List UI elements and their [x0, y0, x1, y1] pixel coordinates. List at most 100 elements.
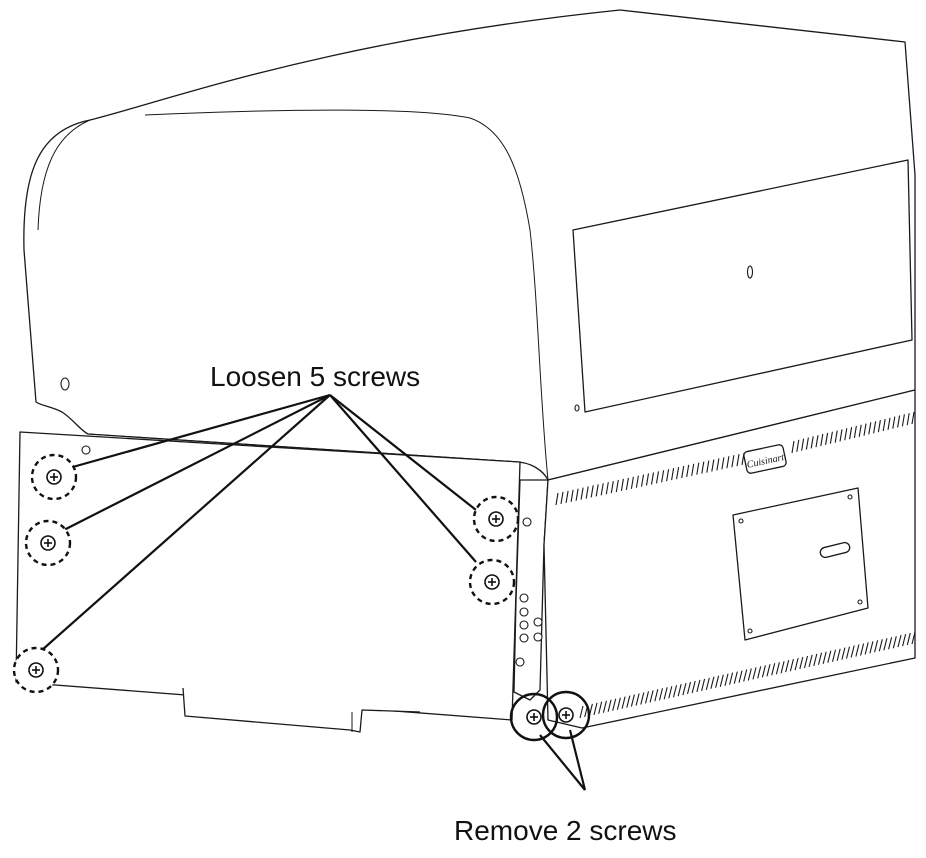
- vent-slot: [598, 701, 603, 714]
- loosen-screw-3: [12, 646, 60, 694]
- remove-screw-2: [541, 690, 591, 740]
- vent-slot: [839, 429, 843, 442]
- vent-slot: [615, 479, 619, 493]
- vent-slot: [719, 674, 724, 687]
- vent-slot: [799, 656, 804, 670]
- vent-slot: [897, 415, 901, 428]
- vent-slot: [580, 487, 584, 500]
- vent-slot: [565, 490, 569, 503]
- side-bracket: [513, 479, 549, 701]
- vent-slot: [715, 675, 720, 688]
- vent-slot: [644, 691, 650, 704]
- vent-slot: [663, 687, 668, 700]
- vent-slot: [691, 680, 696, 694]
- vent-slot: [635, 693, 640, 706]
- vent-slot: [831, 649, 837, 662]
- vent-slot: [579, 705, 584, 719]
- vent-slot: [590, 485, 594, 498]
- loosen-screw-5: [468, 558, 516, 606]
- bracket-holes: [515, 517, 543, 667]
- vent-slot: [878, 639, 883, 652]
- front-lower-panel: [15, 431, 521, 721]
- vent-slot: [808, 654, 813, 668]
- vent-slot: [736, 454, 740, 467]
- vent-slot: [706, 460, 710, 473]
- vent-slot: [825, 432, 829, 445]
- vent-slot: [817, 652, 823, 665]
- vent-slot: [555, 492, 559, 506]
- vent-slot: [892, 636, 897, 649]
- vent-slot: [677, 683, 682, 697]
- vent-slot: [658, 688, 664, 701]
- remove-screws-label: Remove 2 screws: [454, 815, 677, 846]
- vent-slot: [650, 472, 655, 485]
- vent-slot: [635, 475, 639, 488]
- panel-hole: [746, 265, 754, 279]
- vent-slot: [850, 645, 855, 658]
- vent-slot: [873, 421, 877, 434]
- control-slot: [819, 541, 851, 559]
- vent-slot: [796, 439, 800, 452]
- vent-slot: [897, 634, 902, 648]
- vent-slot: [785, 659, 790, 673]
- vent-slot: [681, 465, 685, 479]
- vent-slot: [585, 486, 589, 499]
- vent-slot: [625, 477, 629, 490]
- vent-slot: [743, 669, 748, 682]
- vent-slot: [710, 676, 715, 689]
- vent-slot: [560, 491, 564, 504]
- vent-slot: [863, 423, 867, 436]
- vent-slot: [630, 476, 634, 489]
- vent-slot: [682, 682, 687, 696]
- vent-slot: [640, 474, 645, 487]
- vent-slot: [666, 469, 670, 482]
- vent-slot: [892, 416, 896, 429]
- front-panel-hole: [81, 445, 91, 455]
- vent-slot: [686, 681, 692, 695]
- top-vent-row: [555, 411, 915, 506]
- vent-slot: [868, 422, 872, 435]
- front-panel-top-edge: [87, 433, 521, 463]
- vent-slot: [605, 482, 609, 495]
- vent-slot: [721, 457, 725, 470]
- bottom-tray: [182, 687, 421, 733]
- vent-slot: [803, 655, 809, 669]
- vent-slot: [911, 631, 916, 645]
- vent-slot: [858, 424, 862, 437]
- vent-slot: [757, 666, 762, 679]
- loosen-screw-1: [30, 453, 78, 501]
- vent-slot: [849, 427, 853, 440]
- vent-slot: [570, 489, 574, 502]
- vent-slot: [672, 685, 678, 698]
- vent-slot: [620, 478, 624, 491]
- vent-slot: [724, 673, 729, 686]
- vent-slot: [630, 694, 635, 707]
- vent-slot: [640, 692, 645, 705]
- vent-slot: [655, 471, 660, 484]
- loosen-leader-lines: [41, 393, 477, 651]
- side-lower-housing: [543, 389, 916, 729]
- vent-slot: [841, 647, 846, 660]
- brand-badge: Cuisinart: [743, 444, 787, 474]
- vent-slot: [855, 644, 860, 657]
- remove-leader-lines: [539, 729, 587, 791]
- vent-slot: [789, 658, 794, 672]
- vent-slot: [668, 686, 673, 699]
- vent-slot: [731, 455, 735, 468]
- vent-slot: [602, 700, 607, 713]
- side-recessed-panel: [572, 159, 913, 413]
- vent-slot: [738, 670, 743, 683]
- loosen-screw-2: [24, 519, 72, 567]
- vent-slot: [747, 668, 752, 681]
- vent-slot: [649, 690, 654, 703]
- vent-slot: [595, 484, 599, 497]
- vent-slot: [853, 425, 857, 438]
- vent-slot: [791, 440, 795, 454]
- vent-slot: [906, 632, 911, 646]
- vent-slot: [836, 648, 841, 661]
- vent-slot: [780, 661, 785, 674]
- vent-slot: [887, 417, 891, 430]
- vent-slot: [752, 667, 757, 680]
- vent-slot: [882, 418, 886, 432]
